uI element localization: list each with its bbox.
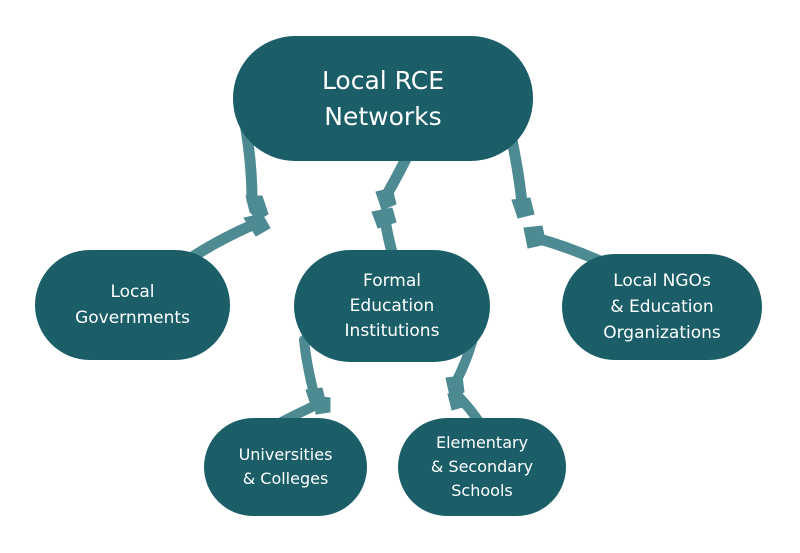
node-label-line: & Education	[610, 297, 714, 317]
hand-formal-to-elem-lower	[447, 391, 467, 411]
node-label-line: Education	[349, 295, 435, 316]
node-label-line: Networks	[324, 101, 442, 131]
hand-root-to-ngo-upper	[511, 197, 535, 219]
node-label-line: Elementary	[435, 433, 529, 452]
node-label-line: & Secondary	[430, 457, 534, 476]
node-label-line: Schools	[451, 481, 513, 500]
node-universities-colleges: Universities & Colleges	[204, 418, 367, 516]
hand-root-to-formal-lower	[371, 207, 397, 229]
hand-formal-to-uni-lower	[313, 395, 331, 415]
node-label-line: Local	[110, 282, 155, 302]
node-local-rce-networks: Local RCE Networks	[233, 36, 533, 161]
node-formal-education-institutions: Formal Education Institutions	[294, 250, 490, 362]
node-elementary-secondary-schools: Elementary & Secondary Schools	[398, 418, 566, 516]
node-label-line: Organizations	[603, 323, 721, 343]
node-label-line: & Colleges	[242, 469, 329, 488]
node-local-ngos: Local NGOs & Education Organizations	[562, 254, 762, 360]
node-local-governments: Local Governments	[35, 250, 230, 360]
hand-root-to-ngo-lower	[523, 225, 547, 249]
hand-root-to-formal-upper	[375, 187, 397, 211]
node-label-line: Local RCE	[321, 65, 445, 95]
node-label-line: Local NGOs	[613, 271, 711, 291]
node-label-line: Institutions	[344, 320, 440, 341]
node-label-line: Governments	[75, 308, 190, 328]
hand-formal-to-elem-upper	[445, 375, 465, 397]
hand-root-to-governments-lower	[243, 213, 271, 237]
node-label-line: Universities	[238, 445, 333, 464]
node-label-line: Formal	[363, 270, 421, 291]
arm-root-to-ngo-upper	[506, 134, 528, 210]
